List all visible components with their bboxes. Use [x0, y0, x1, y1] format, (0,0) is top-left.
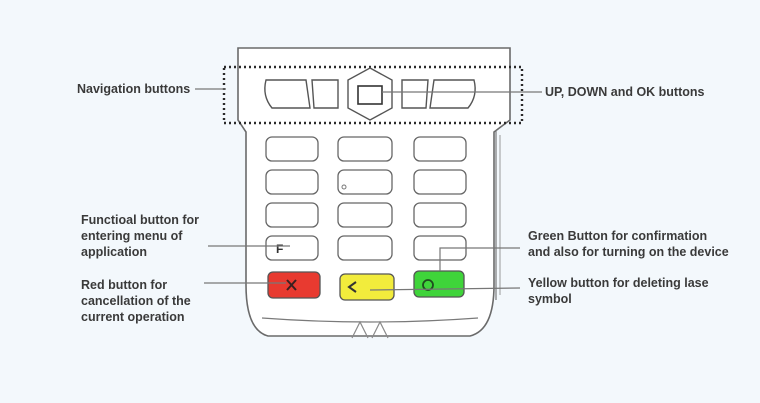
- key[interactable]: [337, 136, 393, 162]
- key[interactable]: [413, 169, 467, 195]
- callout-yellow: [369, 287, 521, 291]
- nav-right-button[interactable]: [429, 79, 476, 109]
- nav-left-button[interactable]: [264, 79, 311, 109]
- nav-right-inner-button[interactable]: [401, 79, 429, 109]
- bottom-notch: [351, 320, 389, 339]
- function-key-letter: F: [276, 242, 283, 256]
- circle-icon: [422, 279, 434, 291]
- chevron-left-icon: [347, 281, 357, 293]
- key[interactable]: [265, 202, 319, 228]
- function-key[interactable]: [265, 235, 319, 261]
- key[interactable]: [337, 169, 393, 195]
- label-functional-button: Functioal button for entering menu of ap…: [81, 213, 200, 259]
- navigation-highlight-box: [222, 65, 524, 125]
- green-confirm-key[interactable]: [413, 270, 465, 298]
- label-up-down-ok: UP, DOWN and OK buttons: [545, 85, 705, 99]
- key[interactable]: [337, 235, 393, 261]
- callout-green: [439, 247, 520, 271]
- key-dot: [341, 184, 347, 190]
- label-red-button: Red button for cancellation of the curre…: [81, 278, 191, 324]
- yellow-delete-key[interactable]: [339, 273, 395, 301]
- ok-button[interactable]: [357, 85, 383, 105]
- key[interactable]: [337, 202, 393, 228]
- nav-left-inner-button[interactable]: [311, 79, 339, 109]
- label-green-button: Green Button for confirmation and also f…: [528, 229, 729, 259]
- red-cancel-key[interactable]: [267, 271, 321, 299]
- keypad: [265, 136, 467, 261]
- key[interactable]: [265, 136, 319, 162]
- callout-lines: [195, 88, 542, 291]
- label-navigation-buttons: Navigation buttons: [77, 82, 191, 96]
- bottom-bezel: [261, 317, 479, 323]
- key[interactable]: [265, 169, 319, 195]
- cross-icon: [286, 279, 297, 291]
- key[interactable]: [413, 136, 467, 162]
- key[interactable]: [413, 202, 467, 228]
- label-yellow-button: Yellow button for deleting lase symbol: [528, 276, 709, 306]
